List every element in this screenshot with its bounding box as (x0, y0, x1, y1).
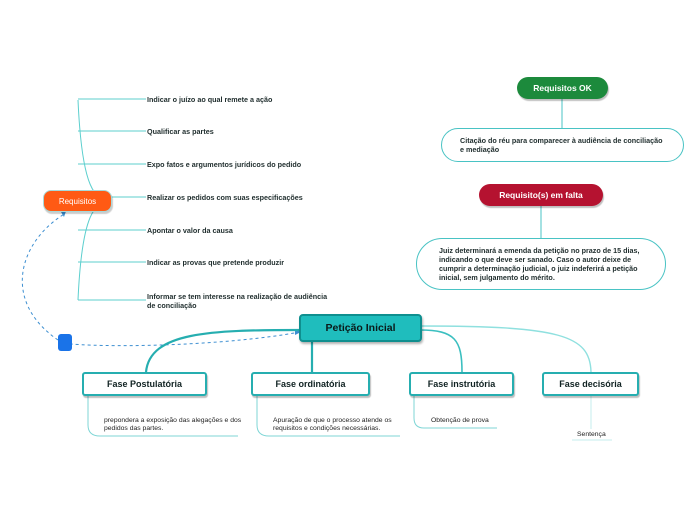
phase-postulatoria[interactable]: Fase Postulatória (82, 372, 207, 396)
phase-label: Fase instrutória (427, 379, 496, 389)
phase-detail: prepondera a exposição das alegações e d… (104, 417, 242, 432)
requisitos-node[interactable]: Requisitos (43, 190, 112, 212)
requisitos-ok-node[interactable]: Requisitos OK (517, 77, 608, 99)
requisitos-ok-detail-text: Citação do réu para comparecer à audiênc… (460, 136, 663, 154)
phase-label: Fase ordinatória (275, 379, 346, 389)
requisitos-falta-detail-text: Juiz determinará a emenda da petição no … (439, 246, 640, 282)
requisitos-label: Requisitos (58, 196, 97, 206)
requisitos-falta-detail: Juiz determinará a emenda da petição no … (416, 238, 666, 290)
requisitos-falta-node[interactable]: Requisito(s) em falta (479, 184, 603, 206)
requisitos-falta-label: Requisito(s) em falta (499, 190, 583, 200)
requisito-item: Realizar os pedidos com suas especificaç… (147, 193, 303, 202)
requisitos-ok-label: Requisitos OK (533, 83, 592, 93)
requisito-item: Indicar as provas que pretende produzir (147, 258, 284, 267)
requisitos-ok-detail: Citação do réu para comparecer à audiênc… (441, 128, 684, 162)
requisito-item: Informar se tem interesse na realização … (147, 292, 328, 310)
requisito-item: Apontar o valor da causa (147, 226, 233, 235)
central-label: Petição Inicial (325, 322, 396, 334)
relationship-marker[interactable] (58, 334, 72, 351)
phase-label: Fase Postulatória (106, 379, 183, 389)
phase-detail: Apuração de que o processo atende os req… (273, 417, 392, 432)
phase-detail: Sentença (577, 431, 606, 438)
phase-decisoria[interactable]: Fase decisória (542, 372, 639, 396)
requisito-item: Indicar o juízo ao qual remete a ação (147, 95, 273, 104)
phase-instrutoria[interactable]: Fase instrutória (409, 372, 514, 396)
phase-detail: Obtenção de prova (431, 417, 489, 424)
requisito-item: Qualificar as partes (147, 127, 214, 136)
central-node[interactable]: Petição Inicial (299, 314, 422, 342)
phase-ordinatoria[interactable]: Fase ordinatória (251, 372, 370, 396)
requisito-item: Expo fatos e argumentos jurídicos do ped… (147, 160, 302, 169)
phase-label: Fase decisória (559, 379, 622, 389)
